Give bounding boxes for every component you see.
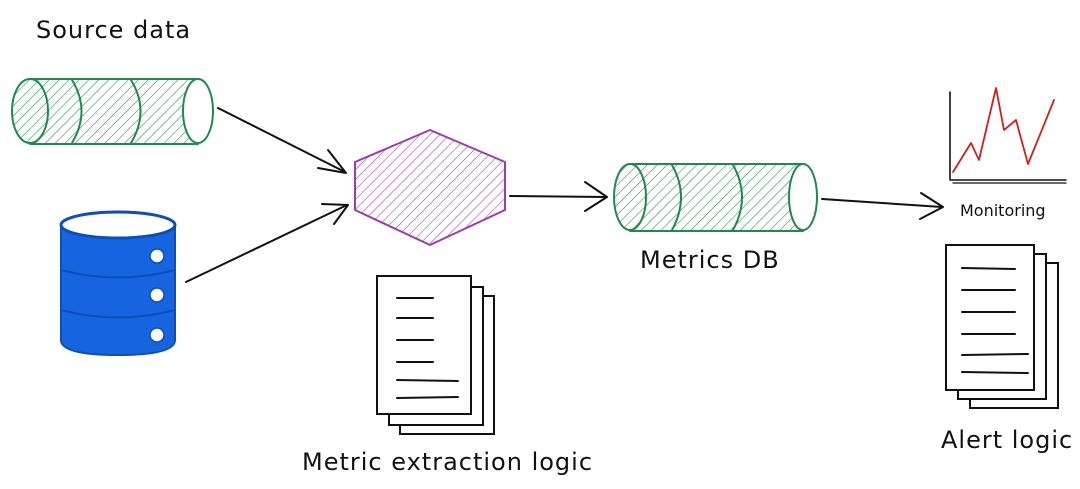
monitoring-label: Monitoring [960, 201, 1046, 220]
metric-extraction-logic-label: Metric extraction logic [302, 448, 593, 476]
source-stream-icon [11, 78, 214, 145]
hexagon-processor-icon [354, 129, 506, 246]
line-chart-icon [949, 87, 1067, 184]
arrow-stream-to-processor [217, 107, 347, 174]
metrics-db-label: Metrics DB [640, 246, 780, 274]
arrow-processor-to-metrics-db [509, 181, 608, 212]
alert-document-stack-icon [945, 244, 1059, 409]
arrow-metrics-db-to-monitoring [821, 192, 944, 220]
database-icon [59, 210, 177, 357]
alert-logic-label: Alert logic [941, 426, 1073, 454]
metrics-db-icon [613, 163, 818, 232]
source-data-label: Source data [36, 16, 191, 44]
extraction-document-stack-icon [376, 275, 495, 435]
arrow-database-to-processor [185, 203, 349, 283]
